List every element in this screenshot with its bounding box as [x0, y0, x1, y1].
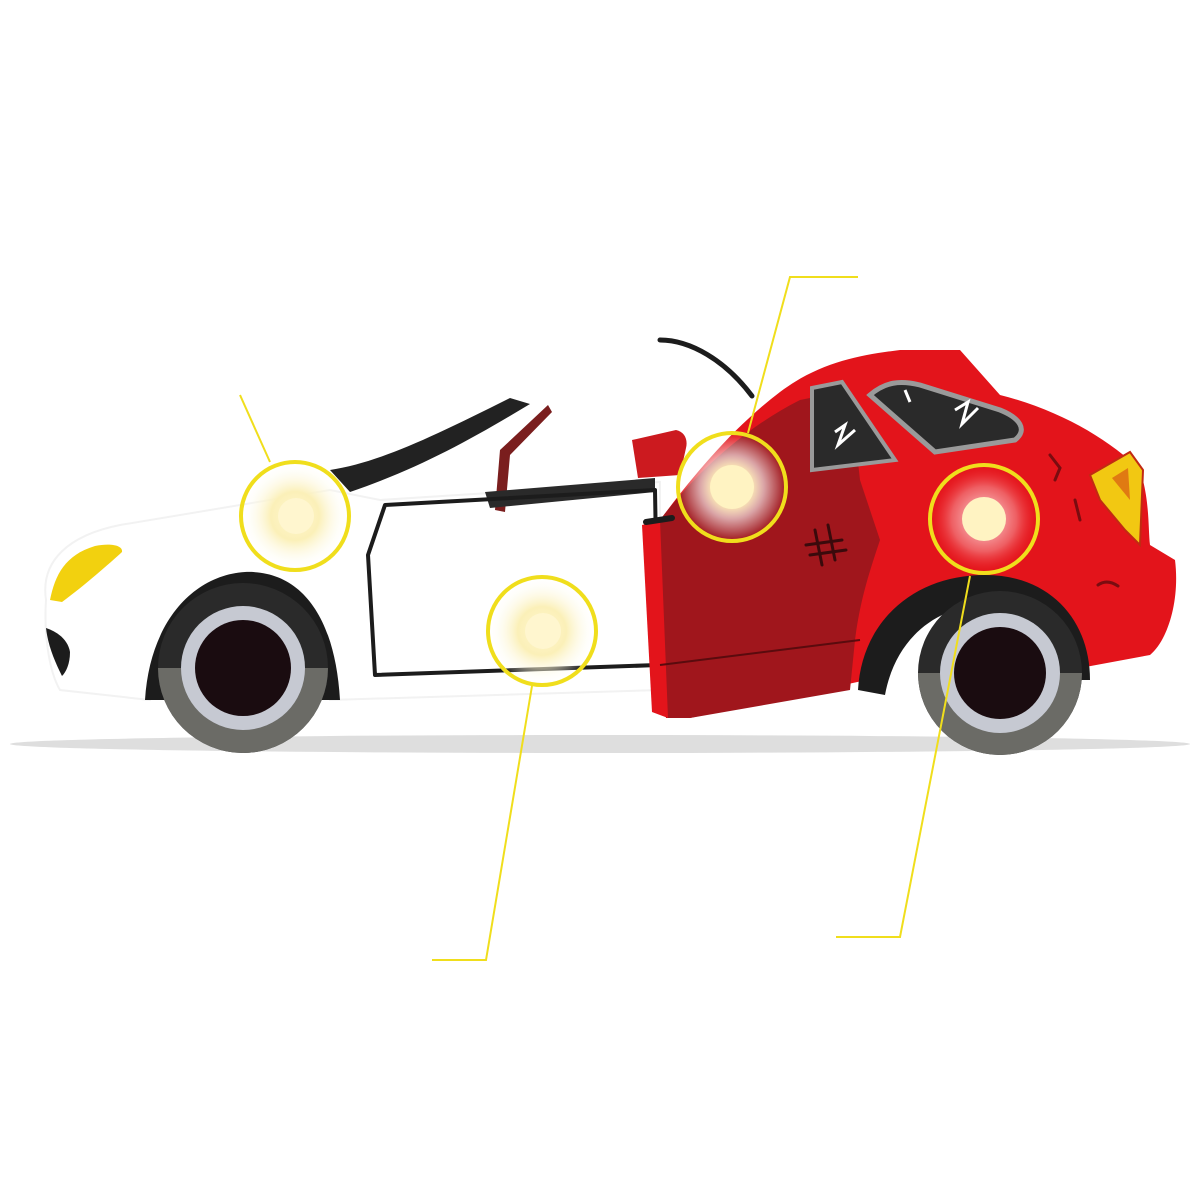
hotspot-door-red[interactable]	[676, 431, 788, 543]
leader-lines	[239, 276, 971, 961]
red-door-edge	[642, 520, 668, 718]
headlight	[50, 544, 123, 602]
door-scratches	[804, 523, 848, 567]
rear-window-crack	[903, 389, 980, 430]
tail-light-inner	[1112, 468, 1130, 500]
door-handle	[643, 515, 675, 525]
front-wheel	[158, 583, 328, 753]
leader-line-door-white	[432, 685, 533, 961]
antenna	[657, 337, 755, 399]
leader-line-rear-quarter	[836, 575, 971, 938]
front-bumper-mark	[46, 628, 70, 676]
hotspot-door-white[interactable]	[486, 575, 598, 687]
windshield-frame	[330, 398, 530, 492]
leader-line-hood	[239, 394, 271, 463]
seat-headrest	[632, 430, 687, 478]
tail-light	[1088, 450, 1145, 548]
hotspot-hood[interactable]	[239, 460, 351, 572]
hotspot-rear-quarter[interactable]	[928, 463, 1040, 575]
rear-quarter-window	[810, 379, 899, 473]
door-crease	[659, 639, 861, 666]
rear-wheel	[918, 591, 1082, 755]
leader-line-door-red	[747, 276, 858, 434]
ground-shadow	[10, 735, 1190, 753]
window-crack	[834, 421, 856, 450]
dent-marks	[1048, 453, 1120, 588]
